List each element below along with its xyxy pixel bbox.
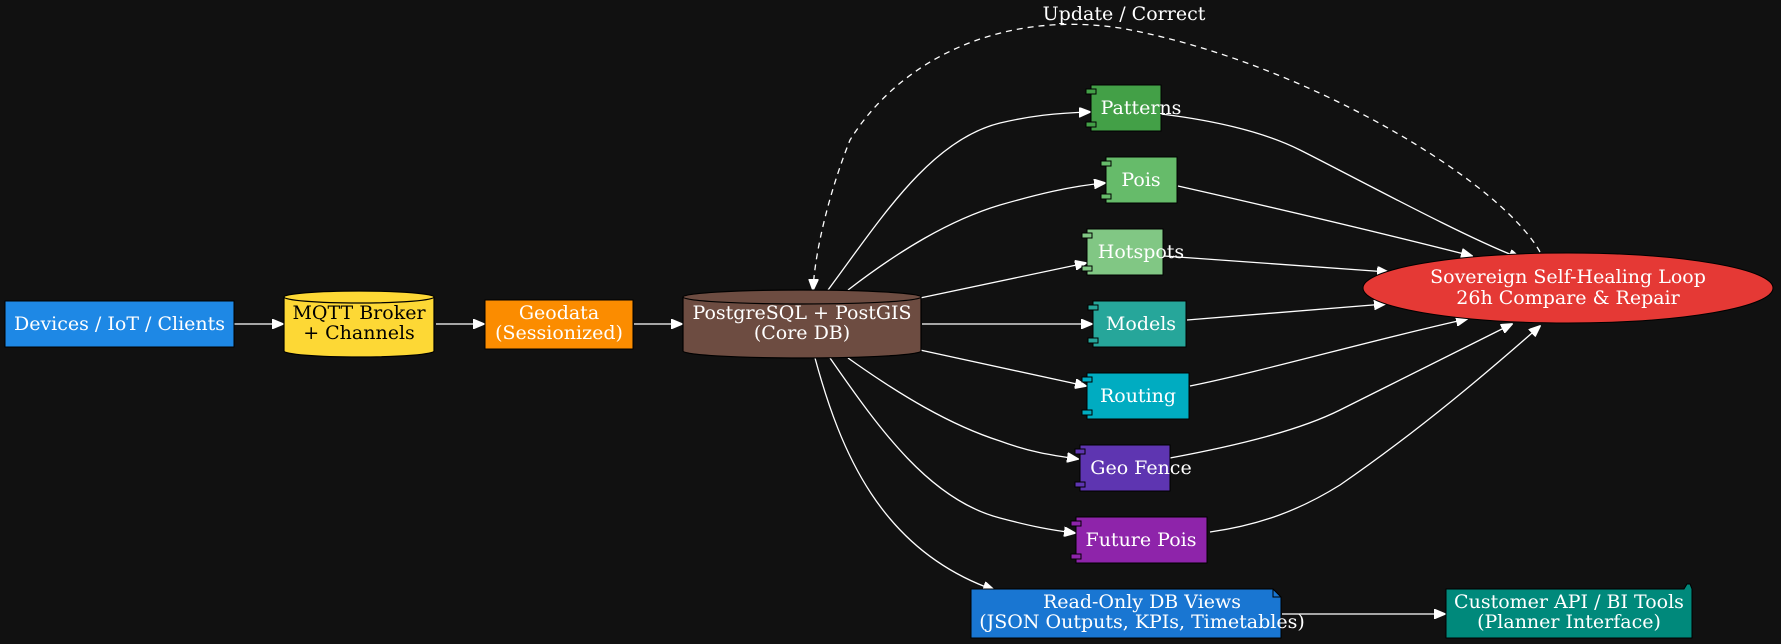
customer-label-line2: (Planner Interface) (1477, 611, 1661, 633)
edge-routing-selfheal (1189, 319, 1467, 387)
geofence-label: Geo Fence (1090, 457, 1191, 479)
edge-postgres-futurepois (829, 357, 1075, 533)
mqtt-label-line2: + Channels (303, 322, 415, 344)
node-devices: Devices / IoT / Clients (4, 300, 235, 348)
edge-patterns-selfheal (1160, 113, 1520, 258)
edge-geofence-selfheal (1169, 324, 1512, 459)
node-postgres: PostgreSQL + PostGIS (Core DB) (682, 289, 922, 359)
node-hotspots: Hotspots (1081, 228, 1184, 276)
future-pois-label: Future Pois (1086, 529, 1197, 551)
feedback-edge-label: Update / Correct (1043, 3, 1206, 25)
edge-pois-selfheal (1177, 185, 1472, 256)
edge-futurepois-selfheal (1209, 326, 1540, 533)
patterns-label: Patterns (1101, 97, 1182, 119)
node-pois: Pois (1100, 156, 1178, 204)
views-label-line1: Read-Only DB Views (1043, 591, 1241, 613)
geodata-label-line2: (Sessionized) (495, 322, 623, 344)
edge-postgres-geofence (847, 357, 1078, 459)
views-label-line2: (JSON Outputs, KPIs, Timetables) (979, 611, 1305, 633)
edge-postgres-pois (847, 183, 1105, 291)
node-routing: Routing (1081, 372, 1190, 420)
node-patterns: Patterns (1085, 84, 1182, 132)
edge-postgres-patterns (827, 112, 1090, 291)
selfheal-label-line2: 26h Compare & Repair (1456, 287, 1680, 309)
customer-label-line1: Customer API / BI Tools (1454, 591, 1684, 613)
edge-models-selfheal (1186, 304, 1385, 321)
node-self-healing-loop: Sovereign Self-Healing Loop 26h Compare … (1362, 252, 1774, 324)
pois-label: Pois (1121, 169, 1160, 191)
edge-postgres-hotspots (919, 263, 1086, 299)
edge-hotspots-selfheal (1163, 255, 1388, 272)
postgres-label-line2: (Core DB) (754, 322, 850, 344)
postgres-label-line1: PostgreSQL + PostGIS (692, 302, 911, 324)
node-models: Models (1087, 300, 1187, 348)
devices-label: Devices / IoT / Clients (14, 313, 225, 335)
edge-postgres-views (814, 357, 994, 590)
mqtt-label-line1: MQTT Broker (292, 302, 426, 324)
edges (234, 23, 1541, 614)
node-future-pois: Future Pois (1070, 516, 1208, 564)
edge-postgres-routing (919, 349, 1086, 386)
node-readonly-views: Read-Only DB Views (JSON Outputs, KPIs, … (970, 588, 1305, 639)
edge-selfheal-postgres-feedback (813, 23, 1541, 290)
routing-label: Routing (1100, 385, 1176, 407)
node-customer-api: Customer API / BI Tools (Planner Interfa… (1445, 583, 1693, 639)
geodata-label-line1: Geodata (519, 302, 599, 324)
node-geofence: Geo Fence (1074, 444, 1192, 492)
selfheal-label-line1: Sovereign Self-Healing Loop (1430, 266, 1706, 288)
models-label: Models (1106, 313, 1176, 335)
node-geodata: Geodata (Sessionized) (484, 299, 634, 350)
hotspots-label: Hotspots (1098, 241, 1184, 263)
node-mqtt-broker: MQTT Broker + Channels (283, 290, 435, 358)
